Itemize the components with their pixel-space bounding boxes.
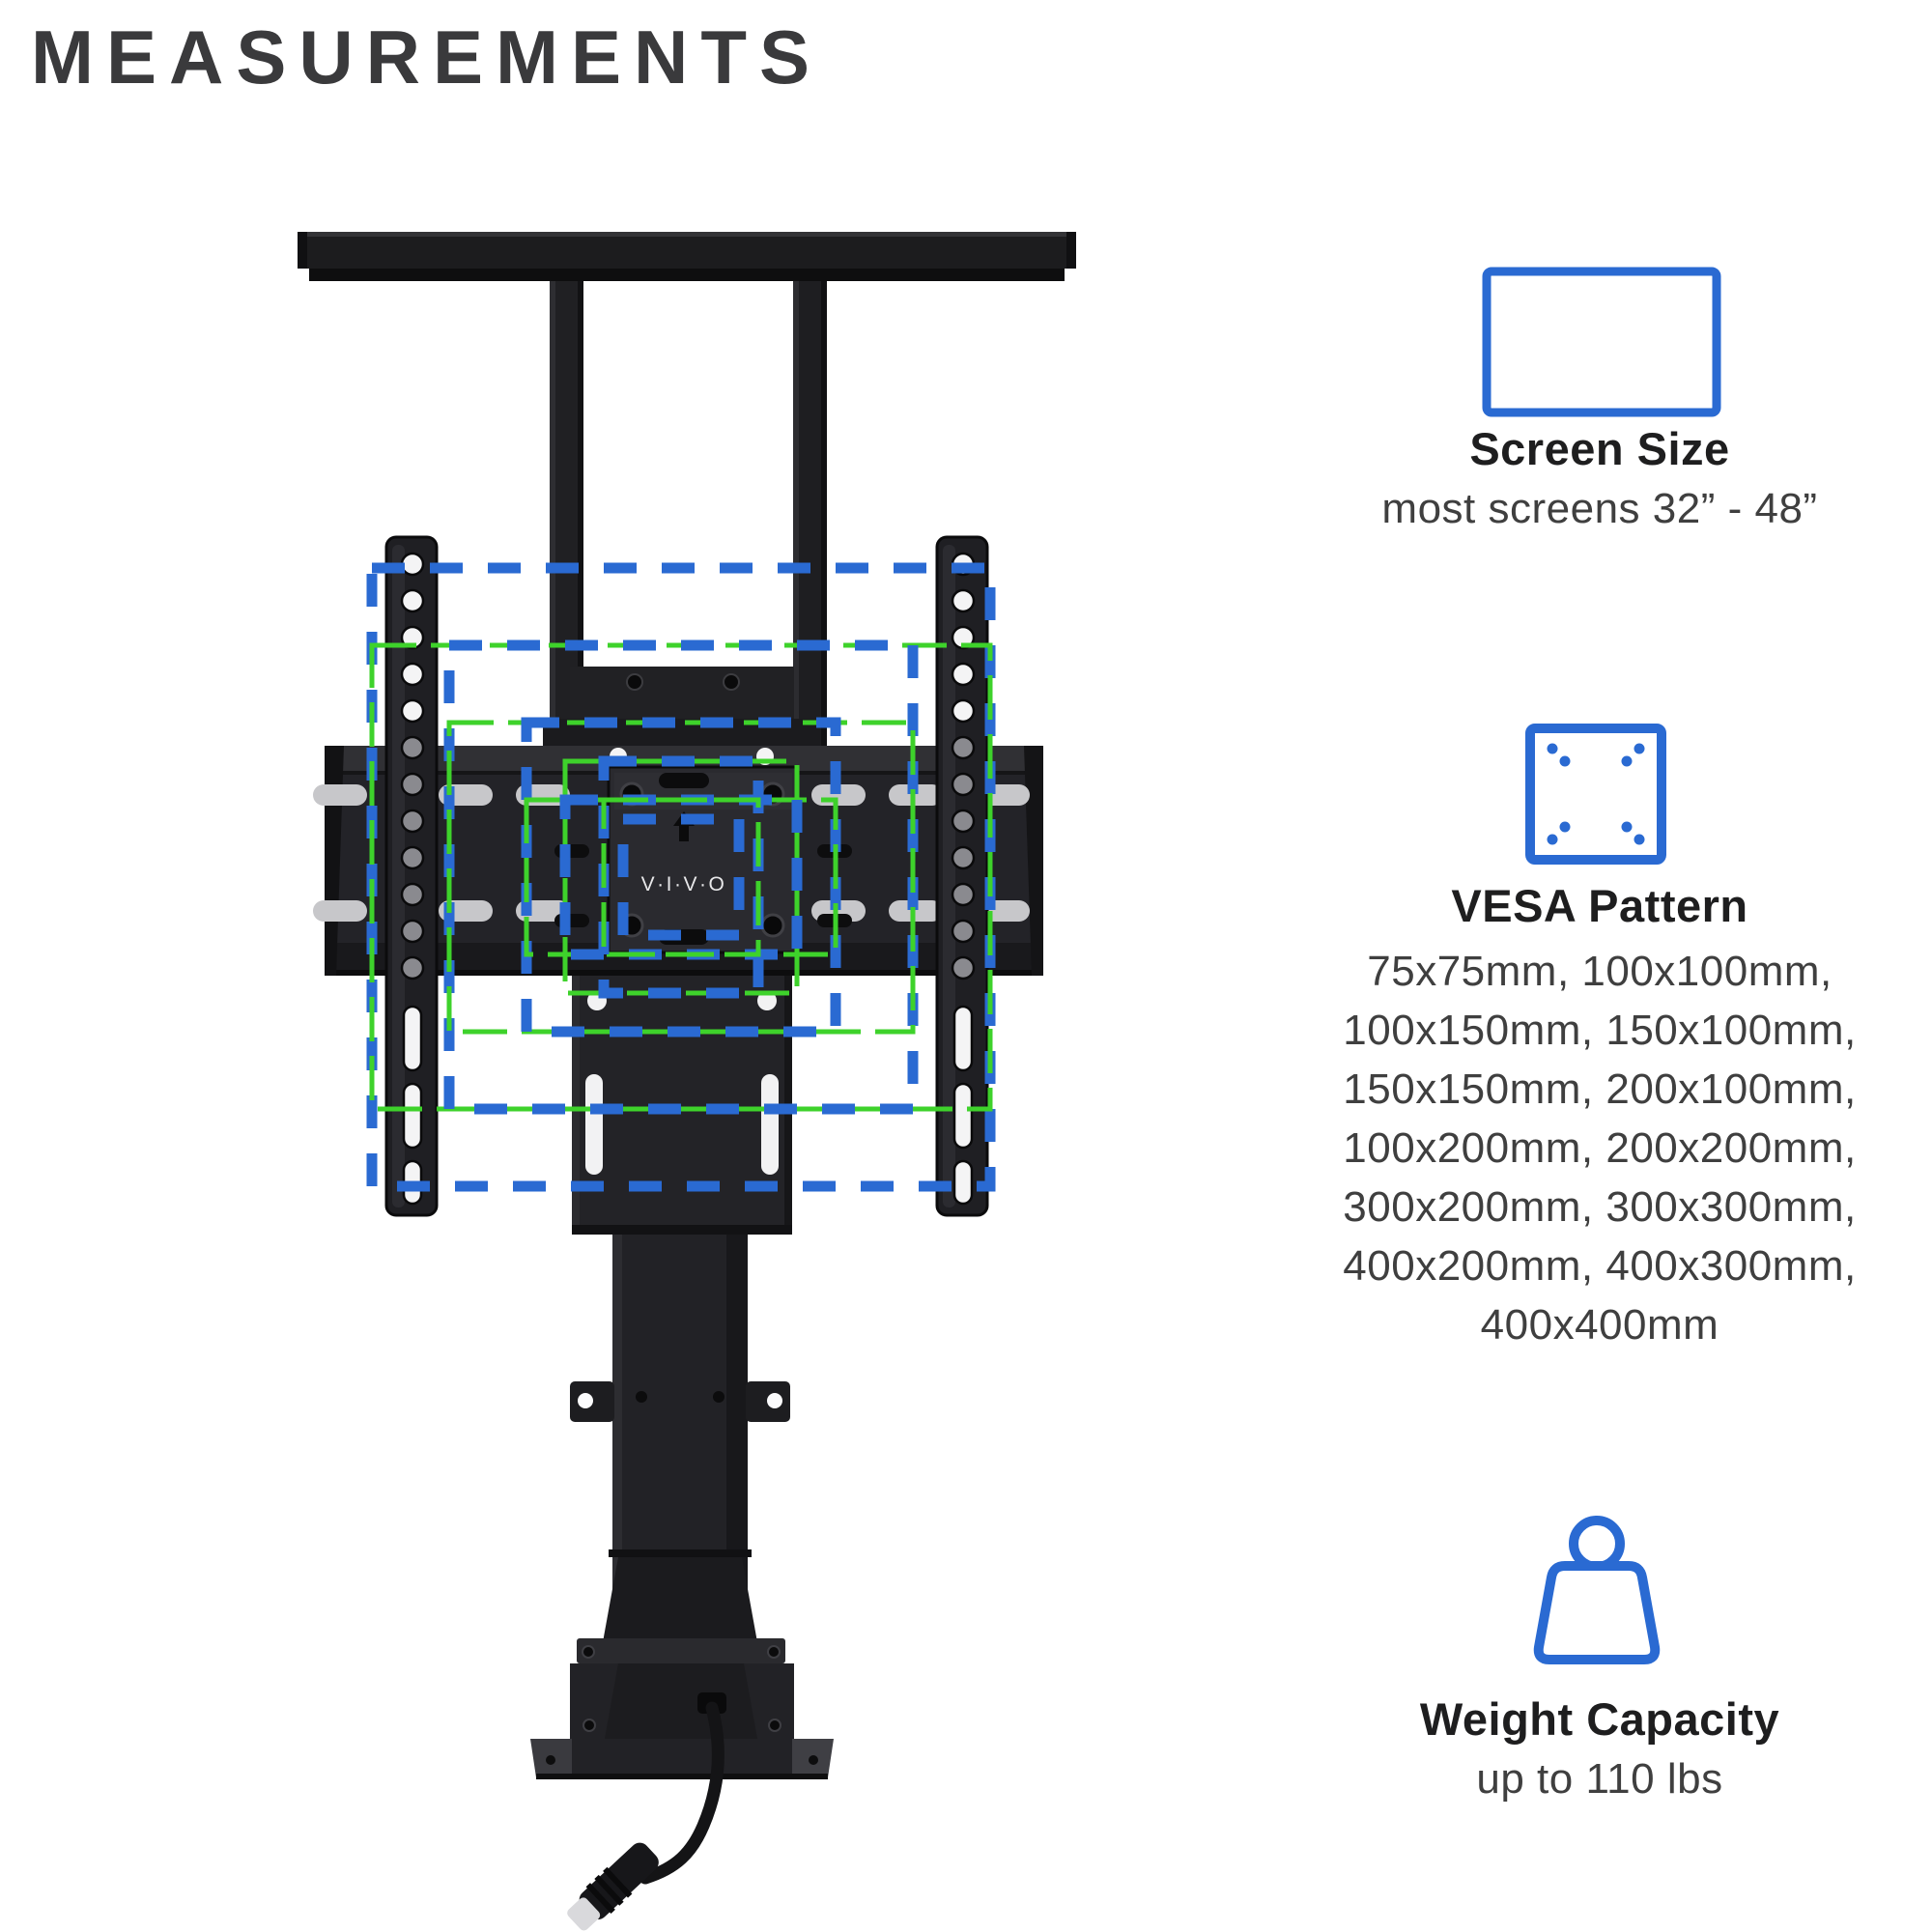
vesa-overlay-rectangles <box>366 562 996 1192</box>
spec-label-weight-capacity: Weight Capacity <box>1419 1693 1780 1745</box>
upper-mounting-plate <box>543 667 821 746</box>
spec-detail-screen-size: most screens 32” - 48” <box>1381 485 1818 532</box>
vesa-rect-75x75 <box>617 813 745 941</box>
vesa-size-line: 400x200mm, 400x300mm, <box>1343 1242 1857 1290</box>
shelf-posts <box>550 281 827 754</box>
spec-label-screen-size: Screen Size <box>1469 423 1730 474</box>
right-vesa-rail <box>935 535 989 1217</box>
page-title: MEASUREMENTS <box>31 14 823 99</box>
vesa-size-list: 75x75mm, 100x100mm, 100x150mm, 150x100mm,… <box>1262 942 1932 1354</box>
spec-label-vesa-pattern: VESA Pattern <box>1451 880 1748 931</box>
vesa-size-line: 300x200mm, 300x300mm, <box>1343 1183 1857 1231</box>
vesa-size-line: 75x75mm, 100x100mm, <box>1367 948 1833 995</box>
top-shelf <box>298 232 1076 281</box>
vivo-logo: V·I·V·O <box>641 873 727 895</box>
power-cable <box>567 1701 724 1931</box>
vesa-pattern-icon <box>1525 724 1666 865</box>
vesa-size-line: 150x150mm, 200x100mm, <box>1343 1065 1857 1113</box>
vesa-size-line: 400x400mm <box>1480 1301 1719 1349</box>
power-plug <box>567 1842 659 1931</box>
weight-capacity-icon <box>1533 1516 1661 1664</box>
base-assembly <box>530 1638 834 1779</box>
lift-column <box>570 1235 790 1650</box>
vesa-rect-100x100 <box>601 797 761 957</box>
product-photo-tv-lift-stand: V·I·V·O <box>298 232 1076 1931</box>
screen-size-icon <box>1482 267 1721 417</box>
vesa-size-line: 100x150mm, 150x100mm, <box>1343 1007 1857 1054</box>
left-vesa-rail <box>384 535 439 1217</box>
vesa-size-line: 100x200mm, 200x200mm, <box>1343 1124 1857 1172</box>
spec-detail-weight-capacity: up to 110 lbs <box>1476 1755 1723 1803</box>
